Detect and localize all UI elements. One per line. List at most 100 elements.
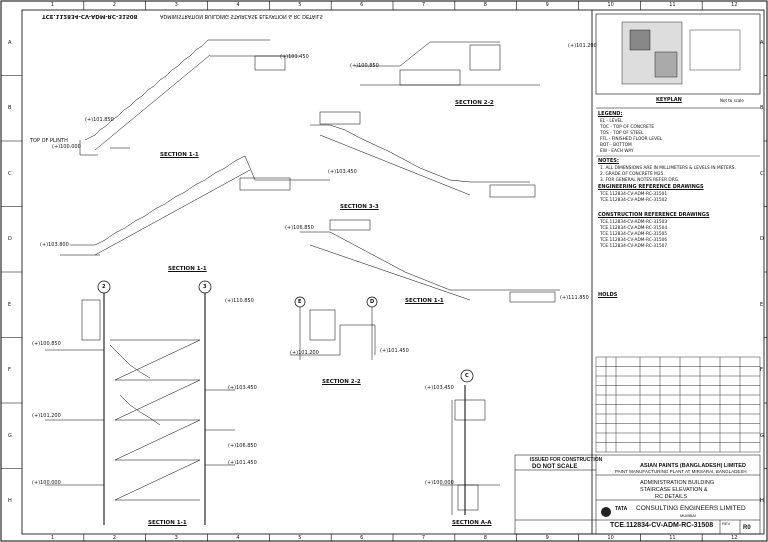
title-section-1-1-a: SECTION 1-1: [160, 152, 199, 158]
border-number: 12: [731, 535, 738, 541]
border-letter: B: [760, 105, 764, 112]
drawing-title-line2: STAIRCASE ELEVATION &: [640, 487, 708, 493]
border-number: 8: [483, 2, 487, 8]
level-tag: (+)100.000: [425, 480, 454, 486]
mirror-title-stamp: ADMINISTRATION BUILDING STAIRCASE ELEVAT…: [160, 13, 323, 19]
level-tag: (+)106.850: [228, 443, 257, 449]
border-letter: G: [8, 432, 12, 439]
grid-bubble-label: 2: [102, 284, 106, 290]
panel-list-item: BOT - BOTTOM: [600, 143, 632, 148]
panel-list-item: 2. GRADE OF CONCRETE M25.: [600, 172, 665, 177]
level-tag: (+)101.450: [280, 54, 309, 60]
border-letter: B: [8, 105, 12, 112]
border-number: 12: [731, 2, 738, 8]
border-number: 9: [545, 535, 549, 541]
level-tag: (+)103.800: [40, 242, 69, 248]
border-letter: F: [8, 367, 11, 374]
title-section-1-1-plan: SECTION 1-1: [148, 520, 187, 526]
border-number: 1: [50, 2, 55, 8]
panel-list-item: TCE.112834-CV-ADM-RC-31504: [600, 226, 668, 231]
tata-mark: TATA: [615, 506, 628, 512]
border-number: 4: [236, 2, 240, 8]
level-tag: (+)100.000: [52, 144, 81, 150]
border-number: 5: [298, 535, 302, 541]
engineering-ref-title: ENGINEERING REFERENCE DRAWINGS: [598, 184, 704, 190]
panel-list-item: TCE.112834-CV-ADM-RC-31505: [600, 232, 668, 237]
border-number: 3: [174, 535, 178, 541]
border-letter: F: [760, 367, 763, 374]
released-for-construction: ISSUED FOR CONSTRUCTION: [530, 457, 603, 463]
level-tag: (+)100.000: [32, 480, 61, 486]
border-letter: C: [8, 170, 12, 177]
level-tag: (+)103.450: [228, 385, 257, 391]
border-number: 10: [607, 535, 614, 541]
notes-list: 1. ALL DIMENSIONS ARE IN MILLIMETERS & L…: [600, 166, 755, 184]
border-number: 2: [112, 535, 116, 541]
keyplan-title: KEYPLAN: [656, 97, 682, 103]
panel-list-item: 3. FOR GENERAL NOTES REFER DRG.: [600, 178, 680, 183]
panel-list-item: TCE.112834-CV-ADM-RC-31507: [600, 244, 668, 249]
border-letter: A: [760, 39, 764, 46]
project-name: PAINT MANUFACTURING PLANT AT MIRSARAI, B…: [615, 469, 747, 474]
level-tag: (+)103.450: [328, 169, 357, 175]
border-letter: H: [760, 498, 764, 505]
border-number: 8: [483, 535, 487, 541]
border-letter: C: [760, 170, 764, 177]
level-tag: (+)101.200: [568, 43, 597, 49]
client-name: ASIAN PAINTS (BANGLADESH) LIMITED: [640, 463, 746, 469]
border-letter: D: [760, 236, 764, 243]
grid-bubble-label: C: [465, 373, 469, 379]
border-number: 11: [669, 535, 676, 541]
grid-bubble-label: E: [298, 299, 302, 305]
level-tag: (+)101.850: [85, 117, 114, 123]
keyplan-note: Not to scale: [720, 98, 744, 103]
border-number: 9: [545, 2, 549, 8]
title-section-2-2-b: SECTION 2-2: [322, 379, 361, 385]
level-tag: (+)110.850: [225, 298, 254, 304]
border-letter: G: [760, 432, 764, 439]
border-number: 3: [174, 2, 178, 8]
consultant-name: CONSULTING ENGINEERS LIMITED: [636, 505, 746, 512]
mirror-doc-number: TCE.112834-CV-ADM-RC-31508: [42, 13, 138, 19]
level-tag: (+)103.450: [425, 385, 454, 391]
title-section-3-3: SECTION 3-3: [340, 204, 379, 210]
title-section-a-a: SECTION A-A: [452, 520, 492, 526]
border-number: 7: [421, 2, 426, 8]
panel-list-item: TCE.112834-CV-ADM-RC-31501: [600, 192, 668, 197]
title-section-2-2-a: SECTION 2-2: [455, 100, 494, 106]
top-of-plinth-label: TOP OF PLINTH: [30, 138, 68, 144]
title-section-1-1-c: SECTION 1-1: [405, 298, 444, 304]
rev-label: REV: [722, 521, 731, 526]
level-tag: (+)101.450: [228, 460, 257, 466]
holds-title: HOLDS: [598, 292, 618, 298]
consultant-city: MUMBAI: [680, 513, 696, 518]
border-number: 4: [236, 535, 240, 541]
border-letter: E: [8, 301, 12, 308]
border-number: 6: [360, 2, 364, 8]
panel-list-item: TOC - TOP OF CONCRETE: [600, 125, 655, 130]
grid-bubble-label: D: [370, 299, 375, 305]
panel-list-item: TCE.112834-CV-ADM-RC-31506: [600, 238, 668, 243]
border-letter: A: [8, 39, 12, 46]
border-number: 1: [50, 535, 55, 541]
drawing-title-line3: RC DETAILS: [655, 494, 687, 500]
panel-list-item: EL - LEVEL: [600, 119, 623, 124]
border-number: 11: [669, 2, 676, 8]
level-tag: (+)111.850: [560, 295, 589, 301]
border-letter: D: [8, 236, 12, 243]
title-section-1-1-b: SECTION 1-1: [168, 266, 207, 272]
panel-list-item: TCE.112834-CV-ADM-RC-31503: [600, 220, 668, 225]
border-letter: E: [760, 301, 764, 308]
panel-list-item: FFL - FINISHED FLOOR LEVEL: [600, 137, 663, 142]
border-number: 10: [607, 2, 614, 8]
level-tag: (+)100.850: [32, 341, 61, 347]
level-tag: (+)101.200: [290, 350, 319, 356]
panel-list-item: TOS - TOP OF STEEL: [600, 131, 644, 136]
border-number: 7: [421, 535, 426, 541]
grid-bubble-label: 3: [203, 284, 207, 290]
notes-title: NOTES:: [598, 158, 619, 164]
drawing-title-line1: ADMINISTRATION BUILDING: [640, 480, 715, 486]
